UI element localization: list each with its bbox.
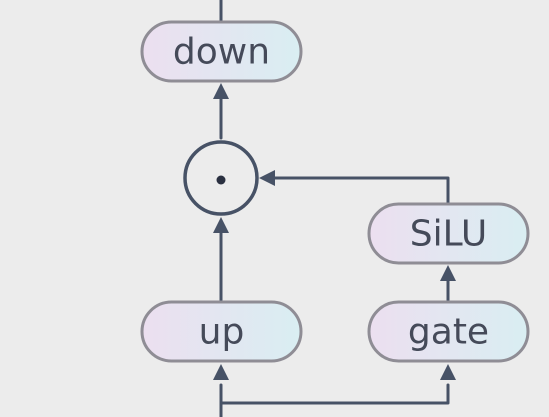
line-silu-to-product bbox=[272, 176, 450, 206]
arrow-into-up bbox=[213, 364, 229, 380]
node-silu: SiLU bbox=[367, 202, 530, 265]
node-gate: gate bbox=[367, 300, 530, 363]
elementwise-product-operator bbox=[183, 140, 259, 216]
node-down: down bbox=[140, 20, 303, 83]
product-circle bbox=[183, 140, 259, 216]
node-down-label: down bbox=[173, 32, 270, 73]
arrow-into-product-right bbox=[259, 170, 275, 186]
product-dot-icon bbox=[216, 175, 226, 185]
node-up-box bbox=[140, 300, 303, 363]
node-silu-box bbox=[367, 202, 530, 265]
arrow-into-gate bbox=[440, 364, 456, 380]
arrow-into-product-bottom bbox=[213, 217, 229, 233]
connectors bbox=[219, 0, 450, 417]
node-up-label: up bbox=[199, 312, 245, 353]
line-input-to-gate bbox=[219, 383, 450, 405]
node-gate-label: gate bbox=[408, 312, 489, 353]
node-up: up bbox=[140, 300, 303, 363]
node-down-box bbox=[140, 20, 303, 83]
arrowheads bbox=[213, 83, 456, 380]
node-gate-box bbox=[367, 300, 530, 363]
node-silu-label: SiLU bbox=[410, 214, 487, 255]
arrow-into-silu bbox=[440, 265, 456, 281]
arrow-into-down bbox=[213, 83, 229, 99]
